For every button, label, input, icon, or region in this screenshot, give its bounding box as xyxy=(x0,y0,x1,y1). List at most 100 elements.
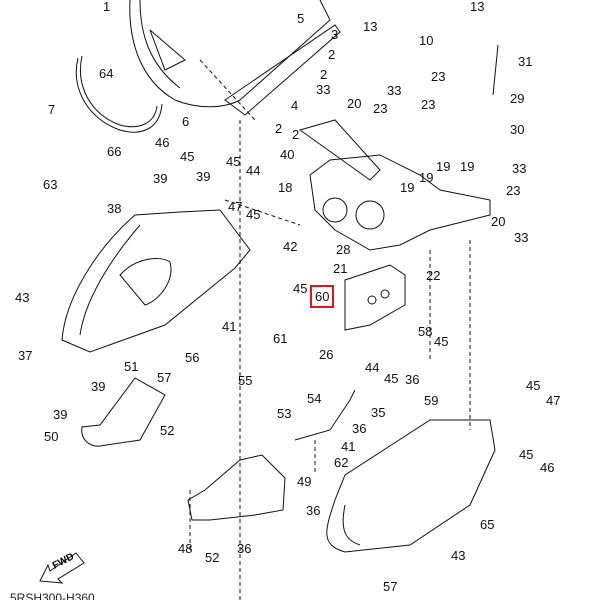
callout-4[interactable]: 4 xyxy=(291,98,299,113)
callout-10[interactable]: 10 xyxy=(419,33,434,48)
callout-39[interactable]: 39 xyxy=(153,171,168,186)
callout-46[interactable]: 46 xyxy=(155,135,170,150)
callout-45[interactable]: 45 xyxy=(519,447,534,462)
callout-44[interactable]: 44 xyxy=(246,163,261,178)
callout-37[interactable]: 37 xyxy=(18,348,33,363)
assembly-lines xyxy=(189,59,471,600)
callout-45[interactable]: 45 xyxy=(434,334,449,349)
callout-23[interactable]: 23 xyxy=(421,97,436,112)
callout-61[interactable]: 61 xyxy=(273,331,288,346)
callout-50[interactable]: 50 xyxy=(44,429,59,444)
callout-41[interactable]: 41 xyxy=(222,319,237,334)
callout-47[interactable]: 47 xyxy=(546,393,561,408)
callout-45[interactable]: 45 xyxy=(526,378,541,393)
callout-36[interactable]: 36 xyxy=(352,421,367,436)
callout-55[interactable]: 55 xyxy=(238,373,253,388)
callout-2[interactable]: 2 xyxy=(275,121,283,136)
fairing-stay-part xyxy=(298,119,491,251)
callout-13[interactable]: 13 xyxy=(363,19,378,34)
callout-19[interactable]: 19 xyxy=(419,170,434,185)
upper-cowling-part xyxy=(129,0,341,116)
bolt-shaft xyxy=(492,44,499,96)
callout-36[interactable]: 36 xyxy=(237,541,252,556)
right-side-fairing-part xyxy=(326,419,496,553)
callout-45[interactable]: 45 xyxy=(180,149,195,164)
callout-7[interactable]: 7 xyxy=(48,102,56,117)
callout-33[interactable]: 33 xyxy=(512,161,527,176)
callout-48[interactable]: 48 xyxy=(178,541,193,556)
callout-47[interactable]: 47 xyxy=(228,199,243,214)
callout-31[interactable]: 31 xyxy=(518,54,533,69)
callout-19[interactable]: 19 xyxy=(436,159,451,174)
callout-52[interactable]: 52 xyxy=(160,423,175,438)
callout-43[interactable]: 43 xyxy=(15,290,30,305)
callout-13[interactable]: 13 xyxy=(470,0,485,14)
callout-39[interactable]: 39 xyxy=(196,169,211,184)
callout-65[interactable]: 65 xyxy=(480,517,495,532)
callout-62[interactable]: 62 xyxy=(334,455,349,470)
callout-39[interactable]: 39 xyxy=(53,407,68,422)
callout-2[interactable]: 2 xyxy=(328,47,336,62)
callout-39[interactable]: 39 xyxy=(91,379,106,394)
bracket-part xyxy=(344,264,406,331)
callout-23[interactable]: 23 xyxy=(373,101,388,116)
callout-64[interactable]: 64 xyxy=(99,66,114,81)
callout-57[interactable]: 57 xyxy=(383,579,398,594)
callout-57[interactable]: 57 xyxy=(157,370,172,385)
callout-49[interactable]: 49 xyxy=(297,474,312,489)
callout-36[interactable]: 36 xyxy=(405,372,420,387)
callout-45[interactable]: 45 xyxy=(246,207,261,222)
callout-66[interactable]: 66 xyxy=(107,144,122,159)
callout-52[interactable]: 52 xyxy=(205,550,220,565)
callout-22[interactable]: 22 xyxy=(426,268,441,283)
callout-18[interactable]: 18 xyxy=(278,180,293,195)
callout-33[interactable]: 33 xyxy=(514,230,529,245)
callout-43[interactable]: 43 xyxy=(451,548,466,563)
callout-38[interactable]: 38 xyxy=(107,201,122,216)
callout-51[interactable]: 51 xyxy=(124,359,139,374)
callout-3[interactable]: 3 xyxy=(331,27,339,42)
callout-60-highlighted[interactable]: 60 xyxy=(309,285,335,308)
callout-35[interactable]: 35 xyxy=(371,405,386,420)
callout-1[interactable]: 1 xyxy=(103,0,111,14)
callout-5[interactable]: 5 xyxy=(297,11,305,26)
callout-20[interactable]: 20 xyxy=(491,214,506,229)
callout-26[interactable]: 26 xyxy=(319,347,334,362)
callout-63[interactable]: 63 xyxy=(43,177,58,192)
callout-28[interactable]: 28 xyxy=(336,242,351,257)
callout-45[interactable]: 45 xyxy=(226,154,241,169)
callout-23[interactable]: 23 xyxy=(431,69,446,84)
callout-2[interactable]: 2 xyxy=(292,127,300,142)
callout-40[interactable]: 40 xyxy=(280,147,295,162)
callout-19[interactable]: 19 xyxy=(460,159,475,174)
callout-42[interactable]: 42 xyxy=(283,239,298,254)
callout-2[interactable]: 2 xyxy=(320,67,328,82)
callout-56[interactable]: 56 xyxy=(185,350,200,365)
callout-59[interactable]: 59 xyxy=(424,393,439,408)
callout-54[interactable]: 54 xyxy=(307,391,322,406)
callout-45[interactable]: 45 xyxy=(384,371,399,386)
forward-arrow-icon xyxy=(39,552,85,584)
callout-30[interactable]: 30 xyxy=(510,122,525,137)
callout-46[interactable]: 46 xyxy=(540,460,555,475)
inner-panel-part xyxy=(187,454,286,521)
callout-45[interactable]: 45 xyxy=(293,281,308,296)
callout-44[interactable]: 44 xyxy=(365,360,380,375)
callout-23[interactable]: 23 xyxy=(506,183,521,198)
stay-bar-part xyxy=(294,389,356,441)
callout-33[interactable]: 33 xyxy=(387,83,402,98)
callout-58[interactable]: 58 xyxy=(418,324,433,339)
callout-29[interactable]: 29 xyxy=(510,91,525,106)
callout-36[interactable]: 36 xyxy=(306,503,321,518)
callout-6[interactable]: 6 xyxy=(182,114,190,129)
lower-cover-part xyxy=(81,377,166,447)
callout-19[interactable]: 19 xyxy=(400,180,415,195)
callout-53[interactable]: 53 xyxy=(277,406,292,421)
callout-20[interactable]: 20 xyxy=(347,96,362,111)
callout-33[interactable]: 33 xyxy=(316,82,331,97)
trim-strip-part xyxy=(75,55,163,133)
callout-21[interactable]: 21 xyxy=(333,261,348,276)
callout-41[interactable]: 41 xyxy=(341,439,356,454)
